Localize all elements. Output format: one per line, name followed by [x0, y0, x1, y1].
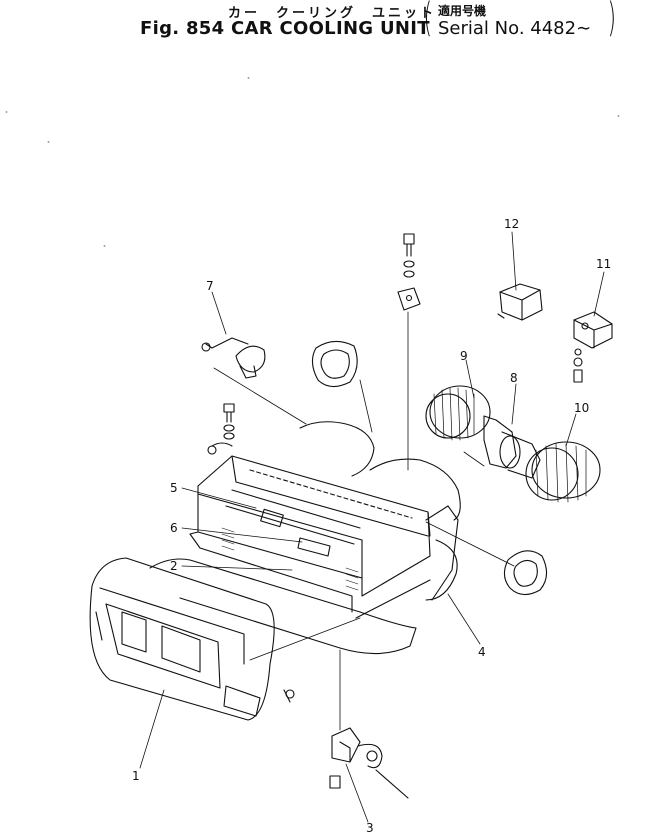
part-1-louver-grille: [89, 557, 295, 721]
part-11-bracket: [573, 311, 613, 383]
serial-applicability: ( 適用号機 Serial No. 4482∼ ): [423, 0, 617, 42]
upper-gasket-ring: [311, 340, 358, 388]
callout-1: 1: [132, 769, 140, 783]
scan-dots: [5, 77, 620, 247]
top-bolt-assembly: [397, 233, 421, 311]
callout-6: 6: [170, 521, 178, 535]
callout-8: 8: [510, 371, 518, 385]
blower-housing: [299, 421, 461, 601]
evaporator-case: [189, 455, 431, 619]
callout-4: 4: [478, 645, 486, 659]
part-12-relay: [497, 283, 543, 321]
callout-3: 3: [366, 821, 374, 834]
part-3-switch: [329, 727, 409, 799]
left-paren: (: [423, 0, 433, 41]
evaporator-core-hatching: [221, 527, 359, 591]
right-paren: ): [607, 0, 617, 41]
leader-lines: [139, 231, 605, 823]
figure-title: Fig. 854 CAR COOLING UNIT: [140, 18, 430, 39]
callout-11: 11: [596, 257, 611, 271]
left-bolt-assembly: [207, 403, 235, 455]
drain-pan: [149, 558, 417, 655]
japanese-title: カー クーリング ユニット: [228, 6, 437, 21]
serial-number: Serial No. 4482∼: [438, 18, 592, 39]
part-8-motor: [483, 415, 541, 479]
japanese-applicability-label: 適用号機: [438, 4, 487, 18]
callout-10: 10: [574, 401, 589, 415]
callout-7: 7: [206, 279, 214, 293]
part-10-right-fan: [525, 441, 601, 503]
callout-labels: 1 2 3 4 5 6 7 8 9 10 11 12: [132, 217, 611, 834]
callout-2: 2: [170, 559, 178, 573]
callout-12: 12: [504, 217, 519, 231]
callout-9: 9: [460, 349, 468, 363]
callout-5: 5: [170, 481, 178, 495]
part-7-thermostat: [201, 337, 266, 379]
lower-gasket-ring: [503, 550, 548, 596]
part-9-left-fan: [425, 385, 491, 441]
